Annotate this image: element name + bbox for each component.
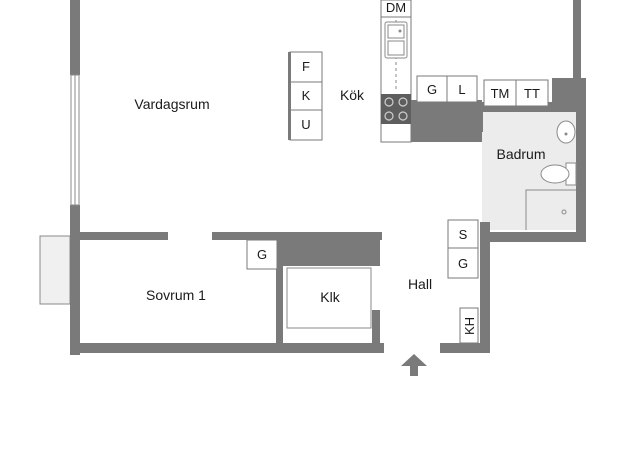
- cabinet-g-hall: [447, 247, 479, 279]
- fixture-label-k: K: [302, 88, 311, 103]
- entrance-arrow-icon: [401, 354, 427, 376]
- washing-machine: [483, 79, 517, 107]
- closet-shelf-outline: [286, 267, 372, 329]
- room-label-klk: Klk: [320, 289, 340, 305]
- wall-closet-east: [372, 310, 380, 343]
- balcony: [39, 235, 71, 305]
- room-label-sovrum: Sovrum 1: [146, 287, 206, 303]
- stove: [381, 94, 411, 124]
- washbasin-drain-icon: [564, 132, 568, 136]
- wall-west-upper: [70, 0, 80, 75]
- cabinet-kh: [459, 307, 479, 344]
- fixture-label-u: U: [301, 117, 310, 132]
- fixture-label-tm: TM: [491, 86, 510, 101]
- room-label-vardagsrum: Vardagsrum: [134, 96, 209, 112]
- tumble-dryer: [515, 79, 549, 107]
- fixture-label-s: S: [459, 227, 468, 242]
- toilet-bowl: [540, 164, 570, 184]
- shower-drain-icon: [561, 209, 567, 215]
- washbasin: [556, 120, 576, 144]
- faucet-icon: [398, 29, 402, 33]
- wall-bath-north-east: [552, 78, 580, 112]
- cabinet-s: [447, 219, 479, 249]
- kitchen-sink-bowl-1: [387, 24, 405, 39]
- cabinet-f: [289, 51, 323, 83]
- room-label-kok: Kök: [340, 87, 365, 103]
- fixture-label-kh: KH: [462, 317, 477, 335]
- cabinet-u: [289, 109, 323, 141]
- wall-closet-block: [276, 240, 380, 266]
- fixture-label-l: L: [458, 82, 465, 97]
- cabinet-l: [446, 75, 478, 103]
- wall-kitchen-south: [410, 100, 482, 142]
- wall-east-hall: [480, 222, 490, 353]
- burner-icon: [398, 111, 408, 121]
- fixture-label-g-kitchen: G: [427, 82, 437, 97]
- wall-north-east: [573, 0, 581, 80]
- fixture-label-tt: TT: [524, 86, 540, 101]
- wall-closet-west: [276, 240, 283, 343]
- burner-icon: [398, 97, 408, 107]
- fixture-label-f: F: [302, 59, 310, 74]
- cabinet-edge: [288, 52, 291, 140]
- burner-icon: [384, 97, 394, 107]
- fixture-label-dm: DM: [386, 0, 406, 15]
- wall-bath-south: [480, 232, 585, 242]
- wall-bath-west: [476, 112, 483, 132]
- fixture-label-g-hall: G: [458, 256, 468, 271]
- wall-bedroom-north-left: [80, 232, 168, 240]
- wall-east-bath: [576, 78, 586, 242]
- wall-west-middle: [70, 205, 80, 235]
- cabinet-g-kitchen: [416, 75, 448, 103]
- wall-bath-north: [482, 102, 552, 112]
- dishwasher: [380, 0, 412, 18]
- room-label-hall: Hall: [408, 276, 432, 292]
- wall-south-hall: [440, 343, 490, 353]
- room-label-badrum: Badrum: [496, 146, 545, 162]
- kitchen-sink-bowl-2: [387, 40, 405, 56]
- wall-west-lower: [70, 235, 80, 355]
- wall-south: [70, 343, 384, 353]
- wall-bedroom-north-right: [212, 232, 382, 240]
- cabinet-g-bedroom: [246, 239, 278, 270]
- shower-area: [525, 189, 576, 230]
- fixture-label-g-bedroom: G: [257, 247, 267, 262]
- burner-icon: [384, 111, 394, 121]
